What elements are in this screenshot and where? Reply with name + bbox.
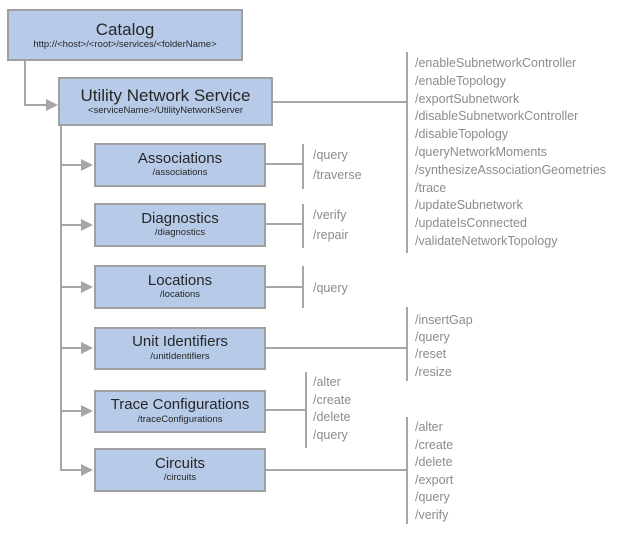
operation-label: /insertGap: [415, 313, 473, 327]
branch-line-unit-identifiers: [60, 347, 82, 349]
operation-label: /exportSubnetwork: [415, 91, 520, 106]
node-unit-identifiers: Unit Identifiers /unitIdentifiers: [94, 327, 266, 370]
node-utility-network-service-title: Utility Network Service: [80, 86, 251, 106]
ops-list-locations: /query: [313, 279, 348, 299]
ops-bracket-utility-network-service: [406, 52, 408, 253]
operation-label: /query: [313, 427, 348, 442]
operation-label: /trace: [415, 180, 447, 195]
operation-label: /updateSubnetwork: [415, 198, 523, 213]
ops-bracket-locations: [302, 266, 304, 308]
operation-label: /query: [415, 330, 450, 345]
node-circuits-subtitle: /circuits: [163, 472, 197, 484]
operation-label: /create: [415, 437, 454, 452]
arrowhead-to-circuits: [81, 464, 93, 476]
ops-list-associations: /query/traverse: [313, 146, 362, 185]
connector-trunk-vertical: [60, 124, 62, 471]
connector-catalog-horizontal: [24, 104, 48, 106]
node-diagnostics-subtitle: /diagnostics: [154, 227, 206, 239]
branch-line-trace-configurations: [60, 410, 82, 412]
node-utility-network-service: Utility Network Service <serviceName>/Ut…: [58, 77, 273, 126]
branch-line-associations: [60, 164, 82, 166]
ops-line-unit-identifiers: [266, 347, 408, 349]
node-catalog-subtitle: http://<host>/<root>/services/<folderNam…: [33, 38, 217, 50]
node-trace-configurations: Trace Configurations /traceConfiguration…: [94, 390, 266, 433]
ops-bracket-diagnostics: [302, 204, 304, 248]
operation-label: /validateNetworkTopology: [415, 233, 558, 248]
node-associations-subtitle: /associations: [152, 167, 208, 179]
node-trace-configurations-title: Trace Configurations: [110, 396, 250, 414]
arrowhead-to-utility-network-service: [46, 99, 58, 111]
node-circuits-title: Circuits: [154, 454, 205, 472]
arrowhead-to-diagnostics: [81, 219, 93, 231]
operation-label: /query: [313, 281, 348, 295]
ops-line-circuits: [266, 469, 408, 471]
branch-line-diagnostics: [60, 224, 82, 226]
ops-line-trace-configurations: [266, 409, 307, 411]
ops-line-locations: [266, 286, 304, 288]
node-catalog-title: Catalog: [95, 19, 155, 39]
operation-label: /delete: [415, 455, 453, 469]
operation-label: /resize: [415, 364, 452, 379]
ops-line-associations: [266, 163, 304, 165]
operation-label: /queryNetworkMoments: [415, 144, 547, 159]
node-locations-subtitle: /locations: [159, 289, 201, 301]
operation-label: /enableTopology: [415, 73, 507, 88]
ops-line-utility-network-service: [273, 101, 408, 103]
ops-list-circuits: /alter/create/delete/export/query/verify: [415, 419, 453, 524]
arrowhead-to-locations: [81, 281, 93, 293]
node-catalog: Catalog http://<host>/<root>/services/<f…: [7, 9, 243, 61]
node-trace-configurations-subtitle: /traceConfigurations: [137, 413, 223, 425]
arrowhead-to-unit-identifiers: [81, 342, 93, 354]
node-associations: Associations /associations: [94, 143, 266, 187]
arrowhead-to-trace-configurations: [81, 405, 93, 417]
node-circuits: Circuits /circuits: [94, 448, 266, 492]
ops-line-diagnostics: [266, 223, 304, 225]
branch-line-circuits: [60, 469, 82, 471]
ops-list-trace-configurations: /alter/create/delete/query: [313, 374, 351, 444]
node-utility-network-service-subtitle: <serviceName>/UtilityNetworkServer: [87, 105, 244, 117]
operation-label: /disableTopology: [415, 127, 509, 142]
operation-label: /verify: [415, 507, 449, 522]
ops-bracket-unit-identifiers: [406, 307, 408, 381]
connector-catalog-vertical: [24, 60, 26, 106]
operation-label: /verify: [313, 208, 347, 222]
operation-label: /enableSubnetworkController: [415, 56, 577, 70]
operation-label: /delete: [313, 410, 351, 424]
node-diagnostics-title: Diagnostics: [141, 209, 219, 227]
node-associations-title: Associations: [137, 149, 223, 167]
operation-label: /repair: [313, 227, 349, 242]
operation-label: /alter: [313, 375, 341, 389]
operation-label: /create: [313, 392, 352, 407]
ops-list-diagnostics: /verify/repair: [313, 206, 348, 245]
operation-label: /export: [415, 472, 454, 487]
operation-label: /traverse: [313, 167, 362, 182]
branch-line-locations: [60, 286, 82, 288]
ops-list-unit-identifiers: /insertGap/query/reset/resize: [415, 312, 473, 381]
ops-bracket-associations: [302, 144, 304, 189]
ops-list-utility-network-service: /enableSubnetworkController/enableTopolo…: [415, 55, 606, 251]
arrowhead-to-associations: [81, 159, 93, 171]
operation-label: /reset: [415, 347, 447, 362]
node-unit-identifiers-title: Unit Identifiers: [132, 333, 228, 351]
operation-label: /query: [415, 490, 450, 504]
ops-bracket-circuits: [406, 417, 408, 524]
operation-label: /disableSubnetworkController: [415, 109, 579, 124]
node-diagnostics: Diagnostics /diagnostics: [94, 203, 266, 247]
node-locations-title: Locations: [147, 271, 213, 289]
operation-label: /alter: [415, 420, 443, 434]
operation-label: /query: [313, 148, 348, 162]
operation-label: /synthesizeAssociationGeometries: [415, 162, 607, 177]
node-unit-identifiers-subtitle: /unitIdentifiers: [150, 350, 210, 362]
node-locations: Locations /locations: [94, 265, 266, 309]
operation-label: /updateIsConnected: [415, 216, 527, 231]
ops-bracket-trace-configurations: [305, 372, 307, 448]
